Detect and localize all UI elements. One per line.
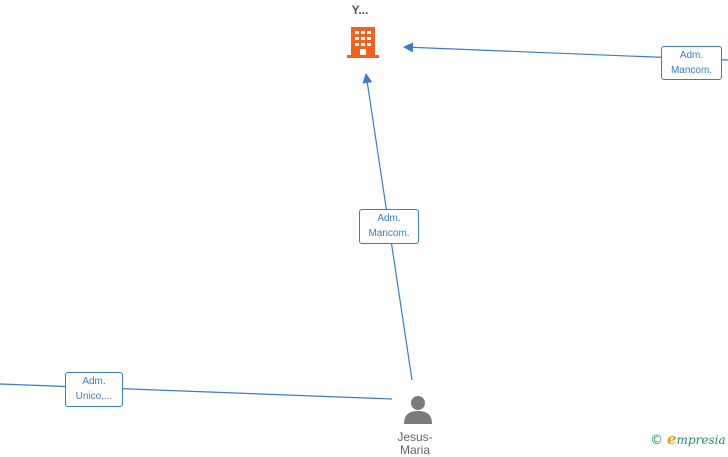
edge-label-line1: Adm. xyxy=(82,376,106,387)
edge-left-to-person xyxy=(0,383,393,400)
edge-label-top-right[interactable]: Adm. Mancom. xyxy=(661,46,722,80)
edge-label-line2: Mancom. xyxy=(368,228,410,239)
edge-label-line1: Adm. xyxy=(679,50,704,61)
edge-label-line1: Adm. xyxy=(377,213,401,224)
building-icon[interactable] xyxy=(346,24,380,60)
brand-name: mpresia xyxy=(676,433,726,447)
edge-label-line2: Mancom. xyxy=(670,65,713,76)
person-icon[interactable] xyxy=(402,393,434,425)
edge-label-left[interactable]: Adm. Unico,... xyxy=(65,372,123,407)
copyright-symbol: © xyxy=(650,433,663,448)
empresia-watermark: © empresia xyxy=(650,430,726,448)
person-label-line1: Jesus- xyxy=(397,430,433,444)
company-label[interactable]: Y... xyxy=(351,3,369,17)
person-label-line2: Maria xyxy=(399,443,430,457)
person-label[interactable]: Jesus- Maria xyxy=(380,431,450,457)
brand-initial: e xyxy=(667,430,677,448)
edge-label-line2: Unico,... xyxy=(75,391,113,402)
edge-label-center[interactable]: Adm. Mancom. xyxy=(359,209,419,244)
